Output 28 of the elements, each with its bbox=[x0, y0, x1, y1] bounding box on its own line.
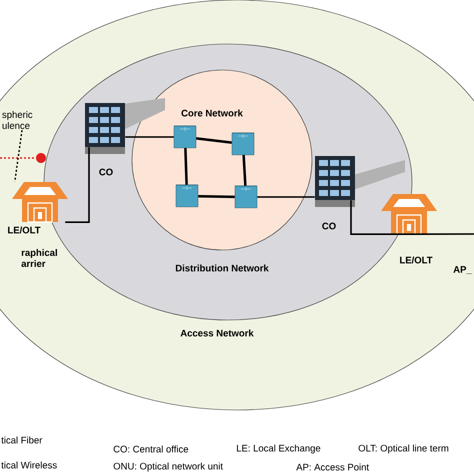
router-icon bbox=[234, 186, 258, 208]
node-label: LE/OLT bbox=[8, 226, 40, 234]
legend-text: tical Fiber bbox=[1, 436, 42, 444]
connector-line bbox=[350, 200, 409, 235]
annotation-text: spheric ulence bbox=[2, 111, 32, 129]
connector-line bbox=[14, 130, 23, 182]
legend-text: tical Wireless bbox=[1, 462, 57, 468]
legend-text: OLT: Optical line term bbox=[358, 444, 448, 454]
connector-line bbox=[198, 194, 235, 198]
legend-text: LE: Local Exchange bbox=[236, 444, 320, 454]
connector-line bbox=[257, 196, 315, 198]
dot-marker bbox=[36, 153, 46, 163]
router-icon bbox=[176, 184, 198, 208]
legend-text: ONU: Optical network unit bbox=[114, 462, 223, 472]
legend-text: AP: Access Point bbox=[296, 464, 369, 470]
connector-line bbox=[125, 136, 174, 138]
connector-line bbox=[184, 148, 188, 185]
router-icon bbox=[174, 126, 196, 148]
node-label: CO bbox=[322, 222, 336, 230]
connector-line bbox=[242, 155, 247, 186]
connector-line bbox=[65, 147, 90, 223]
node-label: CO bbox=[99, 168, 113, 176]
router-icon bbox=[232, 132, 254, 156]
connector-line bbox=[0, 157, 36, 159]
connector-line bbox=[196, 137, 232, 144]
connector-line bbox=[409, 233, 474, 235]
annotation-text: AP_ bbox=[453, 266, 472, 274]
legend-text: CO: Central office bbox=[114, 446, 188, 452]
